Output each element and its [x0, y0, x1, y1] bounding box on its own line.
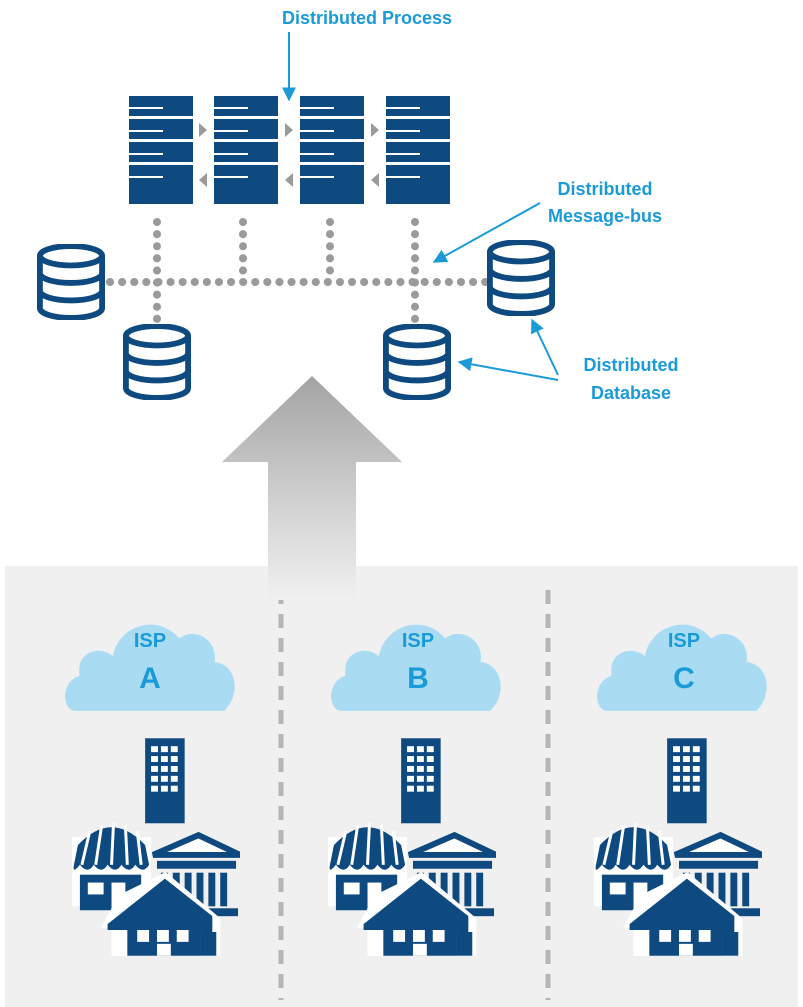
- message-bus-pointer-arrow: [432, 202, 541, 263]
- right-chevron-icon: [285, 123, 293, 137]
- isp-label: ISP: [668, 630, 700, 652]
- isp-label: ISP: [134, 630, 166, 652]
- database-icon: [490, 242, 552, 314]
- left-chevron-icon: [199, 173, 207, 187]
- isp-column-a: ISP A: [65, 624, 240, 956]
- database-pointer-arrow-1: [531, 318, 559, 376]
- server-rack-icon: [129, 96, 193, 204]
- left-chevron-icon: [371, 173, 379, 187]
- database-icon: [126, 326, 188, 398]
- message-bus-label: Distributed: [557, 179, 652, 199]
- database-icon: [386, 326, 448, 398]
- isp-letter: C: [673, 662, 695, 695]
- right-chevron-icon: [199, 123, 207, 137]
- isp-letter: A: [139, 662, 161, 695]
- server-rack-icon: [386, 96, 450, 204]
- server-rack-icon: [300, 96, 364, 204]
- isp-column-c: ISP C: [594, 624, 767, 956]
- right-chevron-icon: [371, 123, 379, 137]
- isp-letter: B: [407, 662, 429, 695]
- isp-column-b: ISP B: [328, 624, 501, 956]
- upward-flow-arrow: [222, 376, 402, 600]
- server-rack-icon: [214, 96, 278, 204]
- message-bus-label-line2: Message-bus: [548, 206, 662, 226]
- server-cluster: [129, 96, 450, 204]
- database-label: Distributed: [583, 355, 678, 375]
- database-cluster: [40, 242, 552, 398]
- isp-label: ISP: [402, 630, 434, 652]
- message-bus: [106, 218, 494, 330]
- left-chevron-icon: [285, 173, 293, 187]
- process-label: Distributed Process: [282, 8, 452, 28]
- database-label-line2: Database: [591, 383, 671, 403]
- database-pointer-arrow-2: [457, 357, 559, 381]
- database-icon: [40, 246, 102, 318]
